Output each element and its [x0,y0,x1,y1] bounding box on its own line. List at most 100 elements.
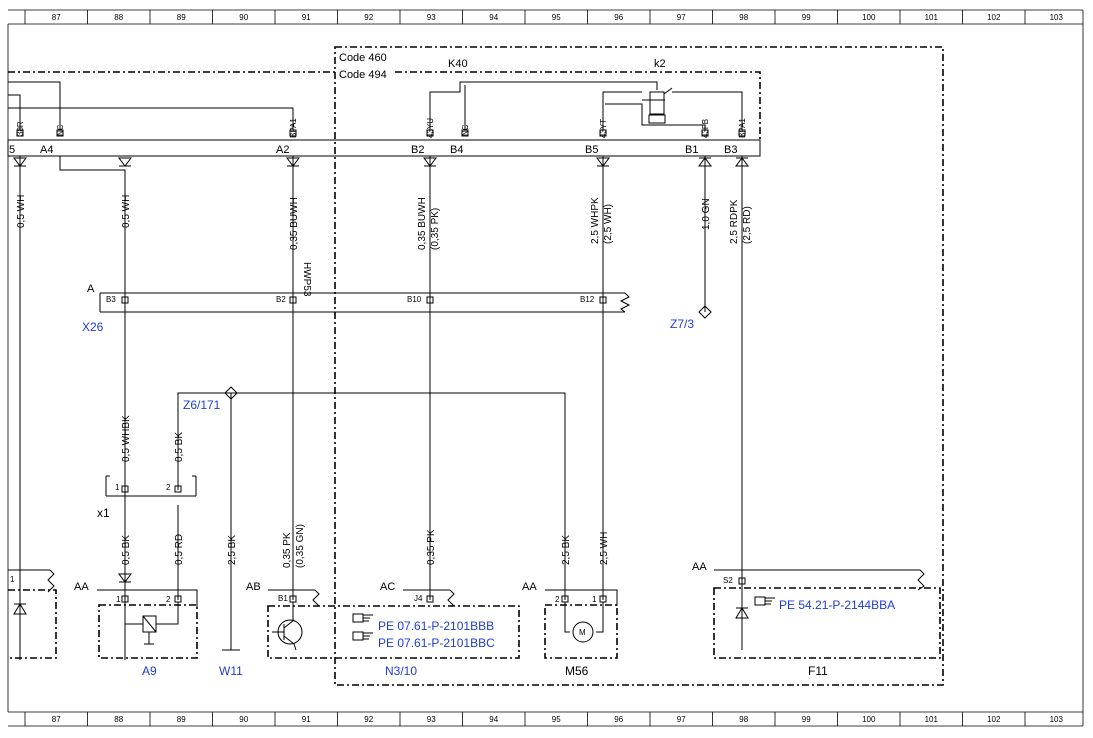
wire-label-wh3: 2,5 WH [599,532,610,565]
top-ruler-number: 93 [427,13,436,22]
pin-bpa1-a: BPA1 [289,118,298,138]
connector-pin-box [56,129,64,137]
wire-label-5b: (2,5 WH) [603,204,614,244]
pe-link-3-text[interactable]: PE 54.21-P-2144BBA [779,598,895,612]
pin-bpa1-b: BPA1 [738,118,747,138]
top-ruler-number: 95 [552,13,561,22]
wire-label-pk1b: (0,35 GN) [295,524,306,568]
pos-a2: A2 [276,144,289,156]
wire-runs [19,156,743,660]
bottom-ruler-number: 92 [364,715,373,724]
pos-b3: B3 [724,144,737,156]
x1-ref: x1 [97,506,110,520]
x26-connector-label: A [87,283,95,295]
x26-ref[interactable]: X26 [82,320,104,334]
top-ruler-number: 100 [862,13,876,22]
top-ruler-number: 103 [1050,13,1064,22]
w11-ref[interactable]: W11 [219,664,243,678]
x1-pin-1: 1 [115,483,120,492]
bottom-ruler-number: 91 [302,715,311,724]
z7-ground-ref[interactable]: Z7/3 [670,317,694,331]
m56-component [544,589,618,659]
pe-link-2[interactable]: PE 07.61-P-2101BBC [352,631,495,650]
top-ruler-number: 90 [239,13,248,22]
pin-43yu: 43YU [426,118,435,138]
pin-nc1: NC [56,124,65,136]
top-ruler-number: 102 [987,13,1001,22]
wire-label-1: 0,5 WH [16,195,27,228]
n3-10-label-ab: AB [246,581,261,593]
bottom-ruler-number: 87 [52,715,61,724]
connector-pin-box [426,129,434,137]
pe-link-3[interactable]: PE 54.21-P-2144BBA [754,596,895,612]
x1-connector [105,475,197,497]
wire-label-bk3: 2,5 BK [561,535,572,565]
x26-connector [99,292,631,313]
wire-label-pk1: 0,35 PK [282,532,293,568]
wire-label-6: 1,0 GN [701,198,712,230]
m56-pin-2: 2 [555,595,560,604]
n3-10-label-ac: AC [380,581,395,593]
bottom-ruler-number: 93 [427,715,436,724]
pin-nc2: NC [461,124,470,136]
k40-pins [16,129,746,137]
pe-link-1[interactable]: PE 07.61-P-2101BBB [352,613,494,633]
k40-internal-wiring [8,81,743,130]
top-ruler-number: 101 [925,13,939,22]
a9-label: AA [74,581,89,593]
pe-link-2-text[interactable]: PE 07.61-P-2101BBC [378,636,495,650]
wire-label-4b: (0,35 PK) [430,208,441,250]
connector-pin-box [461,129,469,137]
hand-pointer-icon [754,596,775,606]
wire-label-7b: (2,5 RD) [742,206,753,244]
wire-label-2: 0,5 WH [121,195,132,228]
n3-10-pin-j4: J4 [414,594,423,603]
k40-relay-label: K40 [448,58,468,70]
code-460-boundary [334,46,944,686]
pos-5: 5 [9,144,15,156]
pin-43yt: 43YT [599,119,608,138]
n3-10-ref[interactable]: N3/10 [385,664,417,678]
a9-ref[interactable]: A9 [142,664,157,678]
wire-label-bk1: 0,5 BK [121,535,132,565]
bottom-ruler-number: 90 [239,715,248,724]
f11-ref: F11 [808,664,828,678]
bottom-ruler-number: 94 [489,715,498,724]
motor-icon: M [579,628,586,637]
hand-pointer-icon [352,613,373,623]
connector-pin-box [701,129,709,137]
top-ruler-number: 99 [802,13,811,22]
pos-b2: B2 [411,144,424,156]
top-ruler-number: 91 [302,13,311,22]
bottom-ruler-number: 88 [114,715,123,724]
bottom-ruler-number: 89 [177,715,186,724]
direction-arrows [13,157,749,583]
wire-label-pk2: 0,35 PK [426,529,437,565]
m56-ref: M56 [565,664,589,678]
bottom-ruler-number: 103 [1050,715,1064,724]
k40-connector-strip [7,139,761,157]
code-494-label: Code 494 [339,69,387,81]
n3-10-pin-b1: B1 [278,594,288,603]
connector-pin-box [16,129,24,137]
x1-pin-2: 2 [166,483,171,492]
wire-label-bk2: 2,5 BK [227,535,238,565]
z6-ground-ref[interactable]: Z6/171 [183,398,221,412]
pos-b4: B4 [450,144,463,156]
pos-b1: B1 [685,144,698,156]
wire-label-whbk: 0,5 WHBK [121,415,132,462]
pe-link-1-text[interactable]: PE 07.61-P-2101BBB [378,619,494,633]
f11-component [713,569,941,659]
wire-label-rd1: 0,5 RD [174,534,185,565]
left-partial-pin: 1 [10,575,15,584]
code-494-boundary [8,71,761,140]
connector-pin-box [289,129,297,137]
top-ruler-number: 89 [177,13,186,22]
code-460-label: Code 460 [339,52,387,64]
bottom-ruler-number: 100 [862,715,876,724]
top-ruler-number: 88 [114,13,123,22]
m56-pin-1: 1 [592,595,597,604]
hand-pointer-icon [352,631,373,641]
